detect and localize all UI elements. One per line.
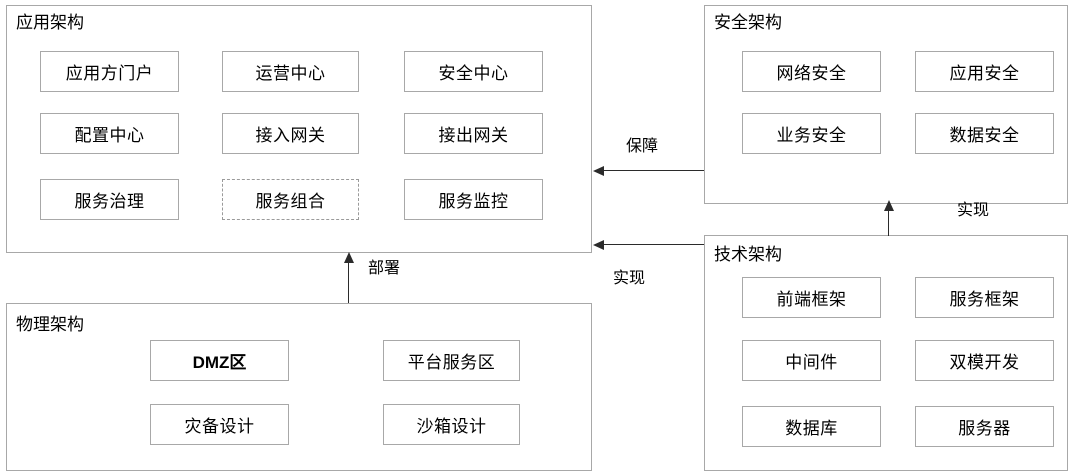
panel-physical-architecture[interactable]	[6, 303, 592, 471]
panel-security-architecture[interactable]	[704, 5, 1068, 204]
node-security-center[interactable]: 安全中心	[404, 51, 543, 92]
node-application-security[interactable]: 应用安全	[915, 51, 1054, 92]
node-middleware[interactable]: 中间件	[742, 340, 881, 381]
panel-title-security-architecture: 安全架构	[714, 13, 782, 32]
edge-label-physical-to-application: 部署	[368, 260, 401, 277]
edge-label-security-to-application: 保障	[626, 138, 659, 155]
node-data-security[interactable]: 数据安全	[915, 113, 1054, 154]
edge-security-to-application-arrowhead	[593, 166, 604, 176]
edge-physical-to-application-line	[348, 262, 350, 303]
node-config-center[interactable]: 配置中心	[40, 113, 179, 154]
node-service-framework[interactable]: 服务框架	[915, 277, 1054, 318]
edge-technical-to-application-line	[604, 244, 704, 246]
node-application-portal[interactable]: 应用方门户	[40, 51, 179, 92]
node-service-monitoring[interactable]: 服务监控	[404, 179, 543, 220]
node-egress-gateway[interactable]: 接出网关	[404, 113, 543, 154]
node-platform-service-zone[interactable]: 平台服务区	[383, 340, 520, 381]
edge-technical-to-application-arrowhead	[593, 240, 604, 250]
edge-technical-to-security-arrowhead	[884, 200, 894, 211]
node-disaster-recovery-design[interactable]: 灾备设计	[150, 404, 289, 445]
edge-label-technical-to-application: 实现	[613, 270, 646, 287]
edge-physical-to-application-arrowhead	[344, 252, 354, 263]
panel-title-application-architecture: 应用架构	[16, 13, 84, 32]
node-dmz-zone[interactable]: DMZ区	[150, 340, 289, 381]
edge-label-technical-to-security: 实现	[957, 202, 990, 219]
edge-technical-to-security-line	[888, 210, 890, 236]
node-sandbox-design[interactable]: 沙箱设计	[383, 404, 520, 445]
panel-title-technical-architecture: 技术架构	[714, 245, 782, 264]
node-business-security[interactable]: 业务安全	[742, 113, 881, 154]
node-service-composition[interactable]: 服务组合	[222, 179, 359, 220]
edge-security-to-application-line	[604, 170, 704, 172]
node-service-governance[interactable]: 服务治理	[40, 179, 179, 220]
node-server[interactable]: 服务器	[915, 406, 1054, 447]
panel-title-physical-architecture: 物理架构	[16, 315, 84, 334]
node-database[interactable]: 数据库	[742, 406, 881, 447]
node-frontend-framework[interactable]: 前端框架	[742, 277, 881, 318]
node-operation-center[interactable]: 运营中心	[222, 51, 359, 92]
node-ingress-gateway[interactable]: 接入网关	[222, 113, 359, 154]
node-network-security[interactable]: 网络安全	[742, 51, 881, 92]
node-dual-mode-development[interactable]: 双模开发	[915, 340, 1054, 381]
